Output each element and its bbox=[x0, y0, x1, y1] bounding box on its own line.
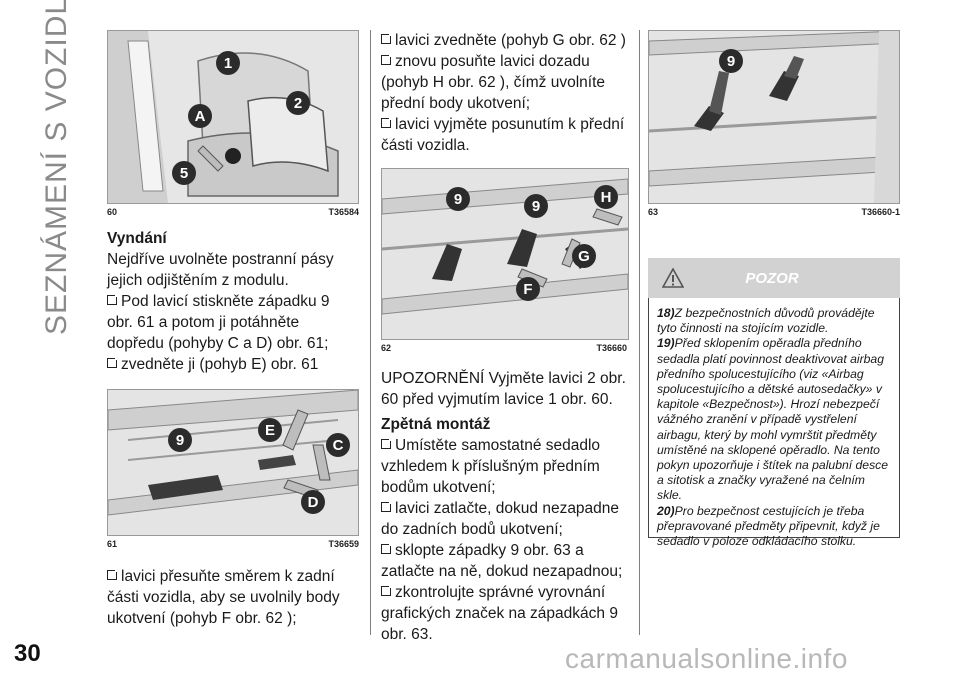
list-item: lavici vyjměte posunutím k přední části … bbox=[381, 116, 625, 154]
warning-title: POZOR bbox=[745, 269, 799, 287]
svg-text:1: 1 bbox=[224, 55, 232, 72]
callout-C: C bbox=[326, 433, 350, 457]
checkbox-bullet-icon bbox=[381, 542, 393, 554]
figure-60-illustration: 1 2 A 5 bbox=[108, 31, 358, 203]
heading-removal: Vyndání bbox=[107, 230, 167, 247]
page-number: 30 bbox=[14, 640, 41, 667]
list-item: znovu posuňte lavici dozadu (pohyb H obr… bbox=[381, 53, 605, 112]
checkbox-bullet-icon bbox=[381, 53, 393, 65]
checkbox-bullet-icon bbox=[107, 568, 119, 580]
heading-reinstallation: Zpětná montáž bbox=[381, 416, 491, 433]
column-divider bbox=[370, 30, 371, 635]
figure-62-caption: 62 T36660 bbox=[381, 340, 627, 356]
figure-code: T36659 bbox=[328, 539, 359, 549]
checkbox-bullet-icon bbox=[381, 116, 393, 128]
warning-note: 20)Pro bezpečnost cestujících je třeba p… bbox=[657, 503, 880, 549]
warning-note: 19)Před sklopením opěradla předního seda… bbox=[657, 336, 889, 503]
callout-1: 1 bbox=[216, 51, 240, 75]
callout-5: 5 bbox=[172, 161, 196, 185]
list-item: lavici přesuňte směrem k zadní části voz… bbox=[107, 568, 340, 627]
checkbox-bullet-icon bbox=[381, 32, 393, 44]
svg-text:9: 9 bbox=[176, 432, 184, 449]
list-item: sklopte západky 9 obr. 63 a zatlačte na … bbox=[381, 542, 623, 580]
callout-H: H bbox=[594, 185, 618, 209]
svg-text:G: G bbox=[578, 248, 590, 265]
svg-text:E: E bbox=[265, 422, 275, 439]
figure-60: 1 2 A 5 bbox=[107, 30, 359, 204]
list-item: lavici zatlačte, dokud nezapadne do zadn… bbox=[381, 500, 620, 538]
note-paragraph: UPOZORNĚNÍ Vyjměte lavici 2 obr. 60 před… bbox=[381, 370, 626, 408]
callout-A: A bbox=[188, 104, 212, 128]
column-3: 9 63 T36660-1 bbox=[648, 30, 900, 220]
figure-63-illustration: 9 bbox=[649, 31, 899, 203]
figure-code: T36660 bbox=[596, 343, 627, 353]
watermark: carmanualsonline.info bbox=[565, 643, 848, 674]
figure-60-caption: 60 T36584 bbox=[107, 204, 359, 220]
list-item: zkontrolujte správné vyrovnání grafickýc… bbox=[381, 584, 618, 643]
callout-9: 9 bbox=[719, 49, 743, 73]
figure-number: 60 bbox=[107, 207, 118, 217]
svg-text:F: F bbox=[523, 281, 532, 298]
figure-61: 9 E C D bbox=[107, 389, 359, 536]
svg-text:9: 9 bbox=[727, 53, 735, 70]
callout-G: G bbox=[572, 244, 596, 268]
warning-note: 18)Z bezpečnostních důvodů provádějte ty… bbox=[657, 306, 875, 336]
figure-number: 61 bbox=[107, 539, 118, 549]
callout-9: 9 bbox=[524, 194, 548, 218]
callout-E: E bbox=[258, 418, 282, 442]
callout-9: 9 bbox=[446, 187, 470, 211]
warning-triangle-icon bbox=[662, 268, 684, 288]
warning-body: 18)Z bezpečnostních důvodů provádějte ty… bbox=[648, 298, 900, 548]
warning-header: POZOR bbox=[648, 258, 900, 298]
figure-63: 9 bbox=[648, 30, 900, 204]
section-side-title: SEZNÁMENÍ S VOZIDLEM bbox=[40, 0, 73, 335]
column-2: lavici zvedněte (pohyb G obr. 62 ) znovu… bbox=[381, 30, 633, 645]
callout-D: D bbox=[301, 490, 325, 514]
list-item: lavici zvedněte (pohyb G obr. 62 ) bbox=[381, 30, 633, 51]
figure-62: 9 9 H G F bbox=[381, 168, 629, 340]
list-item: Pod lavicí stiskněte západku 9 obr. 61 a… bbox=[107, 293, 330, 352]
callout-F: F bbox=[516, 277, 540, 301]
svg-text:9: 9 bbox=[532, 198, 540, 215]
svg-text:H: H bbox=[601, 189, 612, 206]
svg-text:C: C bbox=[333, 437, 344, 454]
list-item: Umístěte samostatné sedadlo vzhledem k p… bbox=[381, 437, 601, 496]
checkbox-bullet-icon bbox=[107, 293, 119, 305]
callout-9: 9 bbox=[168, 428, 192, 452]
figure-code: T36584 bbox=[328, 207, 359, 217]
figure-61-caption: 61 T36659 bbox=[107, 536, 359, 552]
checkbox-bullet-icon bbox=[107, 356, 119, 368]
checkbox-bullet-icon bbox=[381, 500, 393, 512]
figure-number: 63 bbox=[648, 207, 659, 217]
callout-2: 2 bbox=[286, 91, 310, 115]
figure-63-caption: 63 T36660-1 bbox=[648, 204, 900, 220]
figure-code: T36660-1 bbox=[861, 207, 900, 217]
figure-number: 62 bbox=[381, 343, 392, 353]
figure-62-illustration: 9 9 H G F bbox=[382, 169, 628, 339]
checkbox-bullet-icon bbox=[381, 437, 393, 449]
svg-text:9: 9 bbox=[454, 191, 462, 208]
column-1: 1 2 A 5 60 T36584 Vyndání Nejdříve uvoln… bbox=[107, 30, 359, 629]
svg-text:D: D bbox=[308, 494, 319, 511]
checkbox-bullet-icon bbox=[381, 584, 393, 596]
svg-text:A: A bbox=[195, 108, 206, 125]
figure-61-illustration: 9 E C D bbox=[108, 390, 358, 535]
column-divider bbox=[639, 30, 640, 635]
svg-text:5: 5 bbox=[180, 165, 188, 182]
svg-text:2: 2 bbox=[294, 95, 302, 112]
list-item: zvedněte ji (pohyb E) obr. 61 bbox=[107, 354, 359, 375]
paragraph-intro: Nejdříve uvolněte postranní pásy jejich … bbox=[107, 251, 334, 289]
